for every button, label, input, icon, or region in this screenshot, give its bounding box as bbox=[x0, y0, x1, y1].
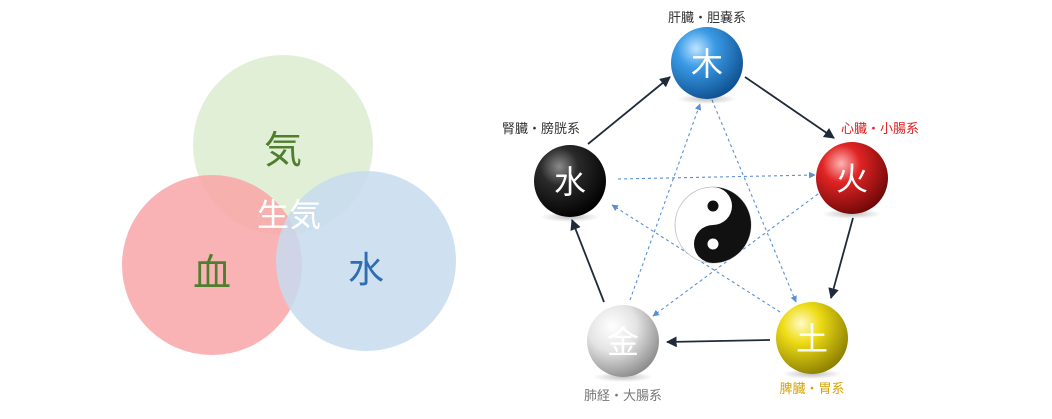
caption-water: 腎臓・膀胱系 bbox=[502, 121, 580, 137]
arrow-wood-to-earth bbox=[711, 99, 797, 303]
venn-circle-blood bbox=[122, 175, 302, 355]
node-earth: 土 脾臓・胃系 bbox=[776, 302, 848, 397]
venn-label-center: 生気 bbox=[257, 196, 321, 234]
arrow-earth-to-metal bbox=[665, 336, 771, 348]
venn-circle-water bbox=[276, 171, 456, 351]
venn-label-blood: 血 bbox=[193, 251, 231, 295]
caption-earth: 脾臓・胃系 bbox=[779, 382, 844, 397]
arrow-wood-to-fire bbox=[744, 76, 835, 139]
glyph-metal: 金 bbox=[607, 323, 639, 361]
caption-metal: 肺経・大腸系 bbox=[584, 389, 662, 404]
venn-label-water: 水 bbox=[348, 250, 384, 291]
sphere-fire bbox=[816, 142, 888, 214]
wuxing-diagram: 木 肝臓・胆嚢系 火 心臓・小腸系 土 脾臓・胃系 金 肺経・大腸系 水 腎臓・… bbox=[502, 10, 919, 404]
node-fire: 火 心臓・小腸系 bbox=[816, 122, 919, 219]
generating-arrows bbox=[570, 76, 854, 348]
sphere-earth bbox=[776, 302, 848, 374]
node-metal: 金 肺経・大腸系 bbox=[584, 305, 662, 404]
caption-wood: 肝臓・胆嚢系 bbox=[668, 10, 746, 26]
sphere-metal bbox=[587, 305, 659, 377]
sphere-wood bbox=[671, 27, 743, 99]
venn-label-qi: 気 bbox=[264, 128, 302, 172]
arrow-water-to-wood bbox=[587, 76, 671, 145]
node-water: 水 腎臓・膀胱系 bbox=[502, 121, 606, 222]
glyph-earth: 土 bbox=[796, 320, 828, 358]
arrow-metal-to-water bbox=[570, 218, 605, 303]
venn-diagram: 気 血 水 生気 bbox=[122, 55, 456, 355]
glyph-wood: 木 bbox=[691, 45, 723, 83]
caption-fire: 心臓・小腸系 bbox=[841, 122, 919, 137]
node-wood: 木 肝臓・胆嚢系 bbox=[668, 10, 746, 104]
arrow-fire-to-earth bbox=[828, 217, 854, 300]
arrow-water-to-fire bbox=[617, 171, 816, 180]
glyph-fire: 火 bbox=[836, 160, 868, 198]
glyph-water: 水 bbox=[554, 163, 586, 201]
sphere-water bbox=[534, 145, 606, 217]
arrow-metal-to-wood bbox=[629, 103, 702, 301]
yin-yang-icon bbox=[674, 186, 752, 264]
